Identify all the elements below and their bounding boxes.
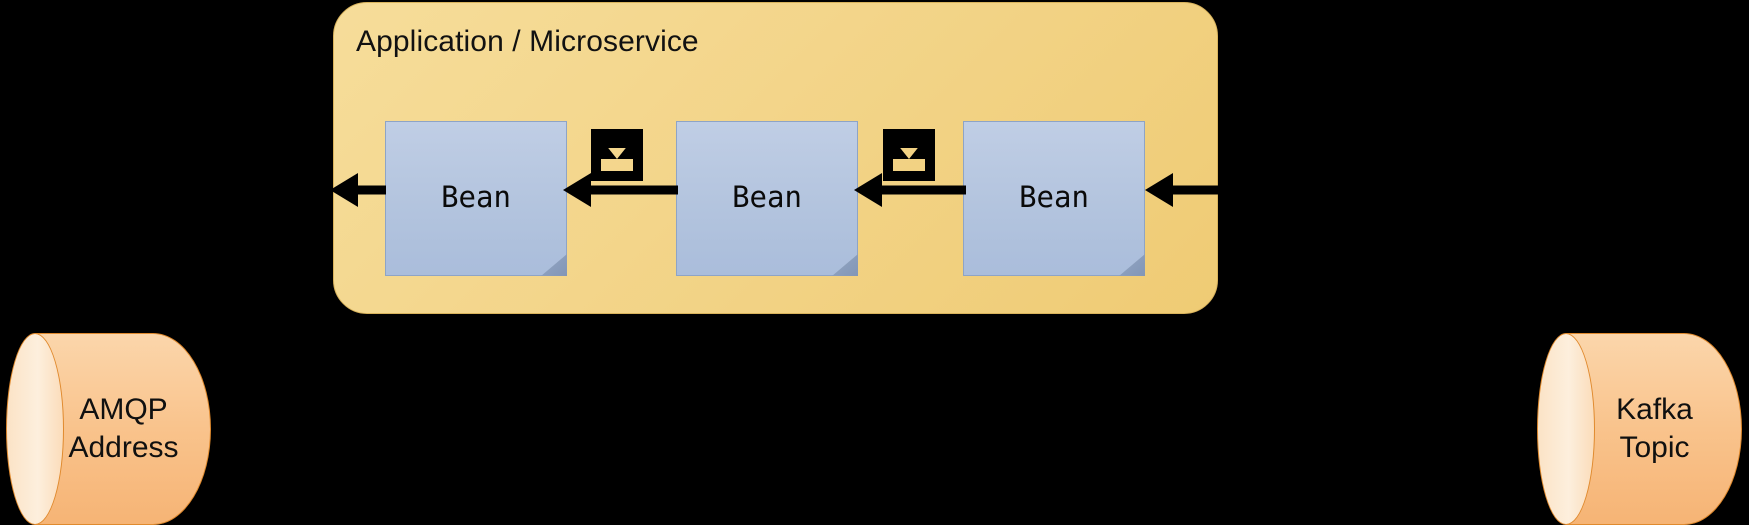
bean-label-1: Bean <box>441 179 511 214</box>
envelope-body <box>883 129 935 181</box>
amqp-address-cylinder[interactable]: AMQP Address <box>6 333 211 525</box>
kafka-topic-cylinder[interactable]: Kafka Topic <box>1537 333 1742 525</box>
cylinder-cap <box>6 333 64 525</box>
arrow-left-icon-inbound-amqp <box>330 173 386 207</box>
arrow-head <box>330 173 358 207</box>
kafka-label-line1: Kafka <box>1616 392 1693 426</box>
envelope-flap <box>893 139 925 159</box>
kafka-topic-label: Kafka Topic <box>1571 333 1738 525</box>
amqp-address-label: AMQP Address <box>40 333 207 525</box>
amqp-label-line2: Address <box>68 431 179 464</box>
bean-box-2[interactable]: Bean <box>676 121 858 276</box>
bean-box-3[interactable]: Bean <box>963 121 1145 276</box>
arrow-left-icon-bean2-to-bean1 <box>563 173 678 207</box>
arrow-head <box>1145 173 1173 207</box>
arrow-head <box>854 173 882 207</box>
arrow-head <box>563 173 591 207</box>
application-container: Application / Microservice Bean Bean Bea… <box>333 2 1218 314</box>
cylinder-cap <box>1537 333 1595 525</box>
arrow-line <box>579 185 678 195</box>
envelope-flap <box>601 139 633 159</box>
envelope-icon-2 <box>883 129 935 181</box>
bean-shape <box>385 121 567 276</box>
amqp-label-line1: AMQP <box>79 392 168 426</box>
bean-shape <box>963 121 1145 276</box>
bean-box-1[interactable]: Bean <box>385 121 567 276</box>
envelope-icon-1 <box>591 129 643 181</box>
bean-label-3: Bean <box>1019 179 1089 214</box>
arrow-line <box>1161 185 1223 195</box>
arrow-line <box>346 185 386 195</box>
arrow-line <box>870 185 966 195</box>
envelope-body <box>591 129 643 181</box>
arrow-left-icon-bean3-to-bean2 <box>854 173 966 207</box>
bean-label-2: Bean <box>732 179 802 214</box>
arrow-left-icon-inbound-kafka <box>1145 173 1223 207</box>
bean-shape <box>676 121 858 276</box>
cylinder-body <box>35 333 211 525</box>
application-title: Application / Microservice <box>356 25 699 58</box>
kafka-label-line2: Topic <box>1619 431 1690 464</box>
